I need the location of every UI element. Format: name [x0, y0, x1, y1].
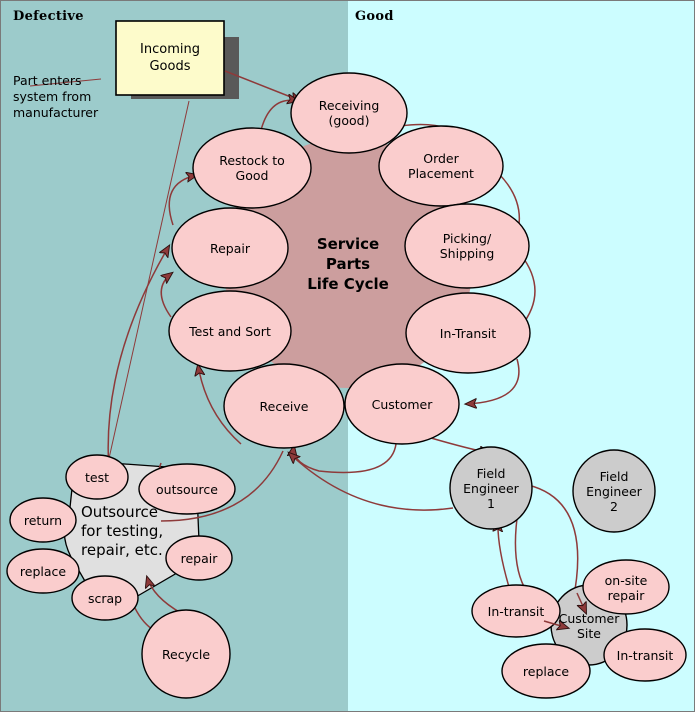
zone-label-good: Good — [355, 9, 394, 24]
cycle-node-shapes — [168, 72, 531, 449]
arrow-customer-to-receive — [294, 444, 397, 474]
arrow-outsource-to-repair — [107, 246, 169, 472]
node-field-engineer-2[interactable] — [572, 449, 656, 533]
annotation-pointer — [29, 78, 102, 87]
incoming-goods-box[interactable] — [115, 20, 225, 96]
node-return[interactable] — [9, 497, 77, 543]
line-receive-to-outsource — [160, 450, 284, 522]
outsource-node-shapes — [6, 454, 236, 699]
node-recycle[interactable] — [141, 609, 231, 699]
arrows-over — [543, 592, 586, 628]
node-in-transit-to-site[interactable] — [471, 584, 561, 638]
annotation-text: Part enters system from manufacturer — [13, 73, 99, 120]
arrow-intransit-to-customer — [466, 358, 520, 404]
arrow-intransit-to-fe1 — [498, 521, 510, 588]
node-scrap[interactable] — [71, 575, 139, 621]
field-node-shapes — [449, 446, 687, 699]
arrow-repair-to-restock — [168, 175, 197, 226]
arrow-receive-to-testsort — [198, 365, 242, 445]
node-test-and-sort[interactable] — [168, 290, 292, 372]
zone-label-defective: Defective — [13, 9, 84, 24]
arrow-into-site-a — [543, 621, 568, 628]
node-receiving-good[interactable] — [290, 72, 408, 154]
node-outsource[interactable] — [138, 463, 236, 515]
node-in-transit-from-site[interactable] — [603, 628, 687, 682]
node-customer[interactable] — [344, 363, 460, 445]
arrow-testsort-to-repair — [161, 273, 172, 318]
node-repair[interactable] — [171, 207, 289, 289]
annotation-leader-line — [96, 100, 190, 513]
node-receive[interactable] — [223, 363, 345, 449]
arrow-fe1-to-receive — [289, 453, 454, 511]
node-order-placement[interactable] — [378, 125, 504, 207]
node-replace-at-site[interactable] — [501, 643, 591, 699]
arrow-fe1-to-site — [527, 484, 578, 601]
node-picking-shipping[interactable] — [404, 203, 530, 289]
node-repair-outsourced[interactable] — [165, 535, 233, 581]
node-in-transit[interactable] — [405, 292, 531, 374]
node-replace[interactable] — [6, 548, 80, 594]
node-field-engineer-1[interactable] — [449, 446, 533, 530]
node-test[interactable] — [65, 454, 129, 500]
arrow-into-site-b — [577, 592, 586, 613]
arrow-recycle-to-outsource — [147, 577, 182, 614]
node-restock-to-good[interactable] — [192, 127, 312, 209]
node-on-site-repair[interactable] — [582, 559, 670, 615]
incoming-goods-label: Incoming Goods — [140, 42, 200, 74]
